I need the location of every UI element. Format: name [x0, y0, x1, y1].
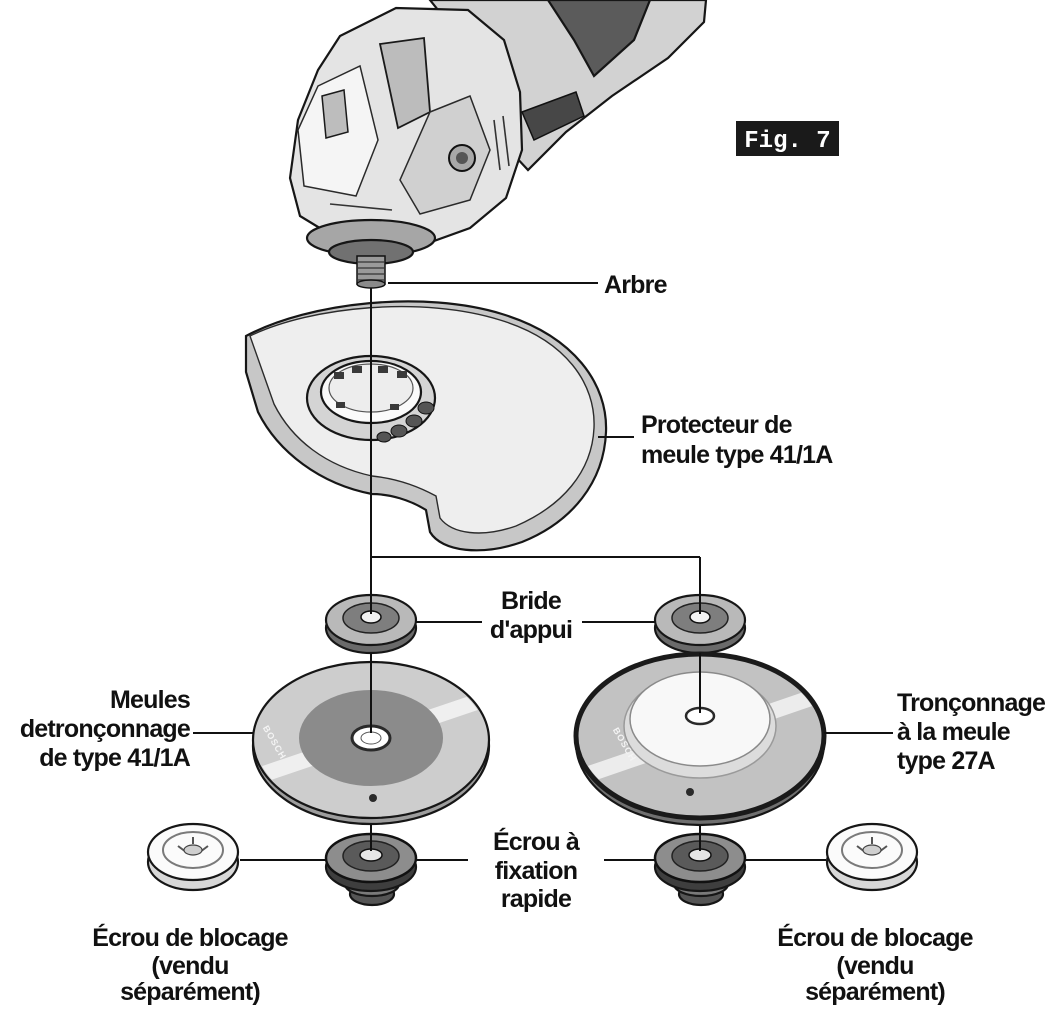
spindle — [356, 255, 386, 289]
wheel-guard — [244, 300, 608, 552]
assembly-lines-lower — [370, 824, 701, 851]
label-guard-line2: meule type 41/1A — [641, 441, 833, 469]
collar-clamp-knobs — [376, 401, 435, 443]
label-guard: Protecteur de meule type 41/1A — [641, 411, 834, 469]
label-lock-nut-left-line2: (vendu — [151, 952, 228, 980]
label-backing-flange-line1: Bride — [501, 587, 562, 615]
assembly-lines-upper — [370, 288, 701, 614]
assembly-lines-middle — [370, 653, 701, 733]
side-button — [321, 89, 349, 139]
label-type-27-wheel-line3: type 27A — [897, 747, 996, 775]
leader-lines — [193, 282, 893, 861]
label-lock-nut-right-line2: (vendu — [836, 952, 913, 980]
label-lock-nut-left-line3: séparément) — [120, 978, 260, 1006]
label-backing-flange-line2: d'appui — [490, 616, 572, 644]
figure-badge: Fig. 7 — [736, 121, 839, 156]
grip-band — [546, 0, 652, 78]
type-27a-cutting-wheel: BOSCH — [573, 651, 827, 827]
vent-slots — [329, 115, 510, 211]
label-quick-nut: Écrou à fixation rapide — [493, 827, 581, 913]
gear-head-facet — [399, 95, 491, 215]
wheel-mark-dot — [369, 794, 377, 802]
label-lock-nut-left: Écrou de blocage (vendu séparément) — [92, 923, 289, 1006]
lock-nut-left — [146, 822, 240, 892]
side-handle-socket — [448, 144, 476, 172]
label-guard-line1: Protecteur de — [641, 411, 793, 439]
label-lock-nut-right-line3: séparément) — [805, 978, 945, 1006]
figure-badge-box — [736, 121, 839, 156]
angle-grinder — [288, 0, 708, 289]
label-type-41-wheel-line1: Meules — [110, 686, 190, 714]
backing-flange-left — [324, 593, 418, 655]
paddle-switch — [520, 91, 585, 142]
label-backing-flange: Bride d'appui — [490, 587, 573, 644]
label-type-27-wheel-line1: Tronçonnage — [897, 689, 1046, 717]
label-spindle: Arbre — [604, 271, 668, 299]
label-quick-nut-line3: rapide — [501, 885, 572, 913]
backing-flange-right — [653, 593, 747, 655]
type-41-cutting-wheel: BOSCH — [251, 660, 491, 826]
label-lock-nut-right-line1: Écrou de blocage — [777, 923, 973, 952]
lock-nut-right — [825, 822, 919, 892]
label-type-27-wheel: Tronçonnage à la meule type 27A — [897, 689, 1047, 775]
label-type-41-wheel-line2: detronçonnage — [20, 715, 191, 743]
label-quick-nut-line1: Écrou à — [493, 827, 580, 856]
wheel-mark-dot — [686, 788, 694, 796]
quick-nut-right — [653, 832, 747, 907]
label-type-41-wheel-line3: de type 41/1A — [39, 744, 191, 772]
label-type-27-wheel-line2: à la meule — [897, 718, 1011, 746]
label-type-41-wheel: Meules detronçonnage de type 41/1A — [20, 686, 192, 772]
figure-label: Fig. 7 — [744, 128, 830, 155]
label-lock-nut-left-line1: Écrou de blocage — [92, 923, 288, 952]
label-lock-nut-right: Écrou de blocage (vendu séparément) — [777, 923, 974, 1006]
label-quick-nut-line2: fixation — [495, 857, 578, 885]
quick-nut-left — [324, 832, 418, 907]
